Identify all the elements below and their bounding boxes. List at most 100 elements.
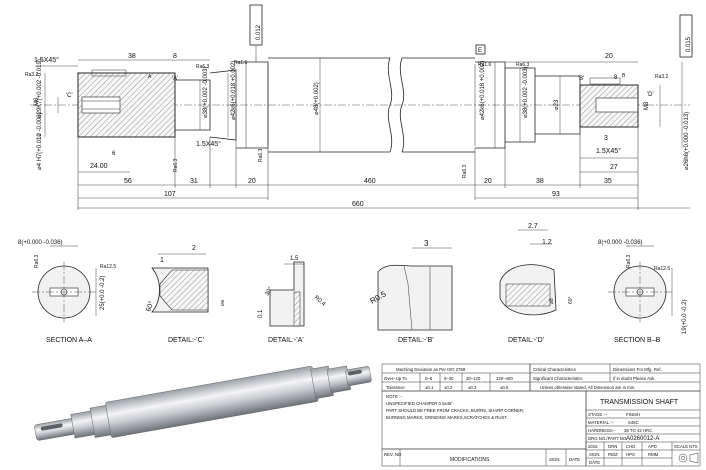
m8-label: M8 (644, 101, 650, 110)
section-aa: 8(+0.000 -0.036) Ra6.3 Ra12.5 25(+0.0 -0… (18, 240, 116, 344)
section-bb-ra2: Ra12.5 (654, 266, 670, 272)
rev-no-label: REV. NO. (384, 452, 402, 457)
label-b-left: B (622, 73, 626, 79)
tb-date: DATE (589, 460, 600, 465)
keyway-right (589, 77, 621, 85)
main-body-right (402, 57, 475, 153)
dia-4h7: ⌀4 H7(+0.012 -0.000) (37, 113, 43, 170)
rev-date: DATE (569, 457, 580, 462)
revision-block: REV. NO. MODIFICATIONS SIGN. DATE (381, 448, 587, 467)
detail-c-d1: 1 (160, 257, 164, 264)
dia-38-b: ⌀38(+0.002 -0.003) (523, 67, 529, 118)
seg-20a: 20 (248, 178, 256, 185)
dia-48: ⌀48(+0.002) (314, 82, 320, 115)
seg-20b: 20 (484, 178, 492, 185)
dia-42k6-b: ⌀42k6(+0.018 +0.002) (480, 61, 486, 120)
right-bore (595, 97, 639, 113)
section-bb-key: 8(+0.000 -0.036) (598, 240, 643, 246)
ra63-d: Ra6.3 (258, 148, 264, 162)
detail-a-title: DETAIL:-'A' (268, 337, 304, 344)
title-block: TRANSMISSION SHAFT STAGE :– FINISH MATER… (585, 390, 701, 467)
section-aa-depth: 25(+0.0 -0.2) (100, 275, 106, 310)
legend-significant: Significant Characteristics (533, 376, 582, 381)
len-27-label: 27 (610, 164, 618, 171)
tb-rmm: RMM (648, 452, 659, 457)
tb-drg-label: DRG NO./PART NO. (588, 436, 627, 441)
tol-r1-c4: 120–400 (496, 376, 513, 381)
dia-23: ⌀23 (554, 99, 560, 110)
tb-hardness-label: HARDNESS:– (588, 428, 616, 433)
section-bb-ra1: Ra6.3 (626, 254, 632, 268)
detail-a-d2: 0.1 (258, 309, 264, 318)
section-bb-title: SECTION B–B (614, 337, 661, 344)
tb-title: TRANSMISSION SHAFT (600, 399, 679, 406)
projection-symbol-icon (678, 452, 699, 464)
rev-modifications: MODIFICATIONS (450, 457, 490, 463)
tb-rwz: RWZ (608, 452, 618, 457)
rev-sign: SIGN. (549, 457, 561, 462)
detail-d: 2.7 1.2 ⌀8 60° DETAIL:-'D' (499, 223, 574, 344)
bearing-seat-right (475, 61, 506, 149)
notes-line-2: PART SHOULD BE FREE FROM CRACKS, BURRS, … (386, 408, 524, 413)
tol-r1-c3: 30–120 (466, 376, 481, 381)
detail-a-d1: 1.5 (290, 256, 299, 262)
main-shaft-view (30, 4, 693, 210)
len-107: 107 (164, 191, 176, 198)
main-body-left (268, 57, 390, 153)
shoulder-31 (175, 79, 211, 131)
seg-56: 56 (124, 178, 132, 185)
dia-26h6: ⌀26h6(+0.000 -0.013) (684, 112, 690, 170)
detail-d-title: DETAIL:-'D' (508, 337, 544, 344)
label-d: 'D' (647, 92, 654, 98)
tol-r2-c2: ±0.2 (444, 385, 453, 390)
tb-sign: SIGN (589, 452, 600, 457)
legend-doubt: If in doubt Please Ask. (613, 376, 656, 381)
runout-a: 0.012 (256, 24, 262, 40)
keyway-left (91, 69, 127, 77)
datum-box (475, 44, 486, 55)
notes-line-1: UNSPECIFIED CHAMFER 0.5x45°. (386, 401, 454, 406)
tb-hardness: 38 TO 42 HRC (624, 428, 652, 433)
tb-stage-label: STAGE :– (588, 412, 608, 417)
tol-row2-label: Tolerance (386, 385, 405, 390)
detail-a-r: R0.4 (313, 295, 327, 308)
dia-38-a: ⌀38(+0.002 -0.003) (203, 67, 209, 118)
len-8-label: 8 (173, 53, 177, 60)
ra63-c: Ra6.3 (173, 158, 179, 172)
len-8-right-label: 8 (614, 75, 618, 81)
section-aa-ra1: Ra6.3 (34, 254, 40, 268)
main-view-labels: 1.5X45° 38 8 Ra3.2 Ra6.3 Ra1.6 Ra1.6 Ra6… (25, 24, 692, 208)
tb-apd: APD (648, 444, 657, 449)
shoulder-20 (209, 69, 237, 141)
detail-b: 3 R0.5 DETAIL:-'B' (369, 239, 453, 344)
chamfer-left-label: 1.5X45° (34, 56, 59, 64)
tol-r2-c1: ±0.1 (425, 385, 434, 390)
ra16-b: Ra1.6 (478, 62, 492, 68)
runout-frame-right (679, 14, 693, 58)
section-bb: 8(+0.000 -0.036) Ra6.3 Ra12.5 19(+0.0 -0… (598, 240, 688, 344)
detail-c-angle: 60° (144, 300, 155, 313)
label-a-quote: 'A' (172, 76, 178, 82)
section-aa-ra2: Ra12.5 (100, 264, 116, 270)
section-aa-title: SECTION A–A (46, 337, 92, 344)
legend-block: Critical Characteristics Significant Cha… (529, 363, 701, 392)
legend-critical: Critical Characteristics (533, 367, 576, 372)
tb-drn: DRN (608, 444, 617, 449)
detail-c-title: DETAIL:-'C' (168, 337, 204, 344)
detail-c-thread: M6 (220, 299, 225, 306)
tb-hps: HPS (626, 452, 635, 457)
break-line-left (387, 57, 393, 153)
detail-d-d2: 1.2 (542, 239, 552, 246)
len-3-label: 3 (604, 135, 608, 142)
chamfer-mid: 1.5X45° (196, 140, 221, 148)
detail-d-dia: ⌀8 (549, 298, 555, 304)
tol-r2-c3: ±0.3 (468, 385, 477, 390)
tb-material: S45C (628, 420, 639, 425)
ra16-a: Ra1.6 (234, 60, 248, 66)
len-10-label: 10 (37, 133, 43, 140)
left-bore (81, 96, 121, 114)
seg-35: 35 (604, 178, 612, 185)
detail-d-d1: 2.7 (528, 223, 538, 230)
tb-year: 2015 (588, 444, 598, 449)
